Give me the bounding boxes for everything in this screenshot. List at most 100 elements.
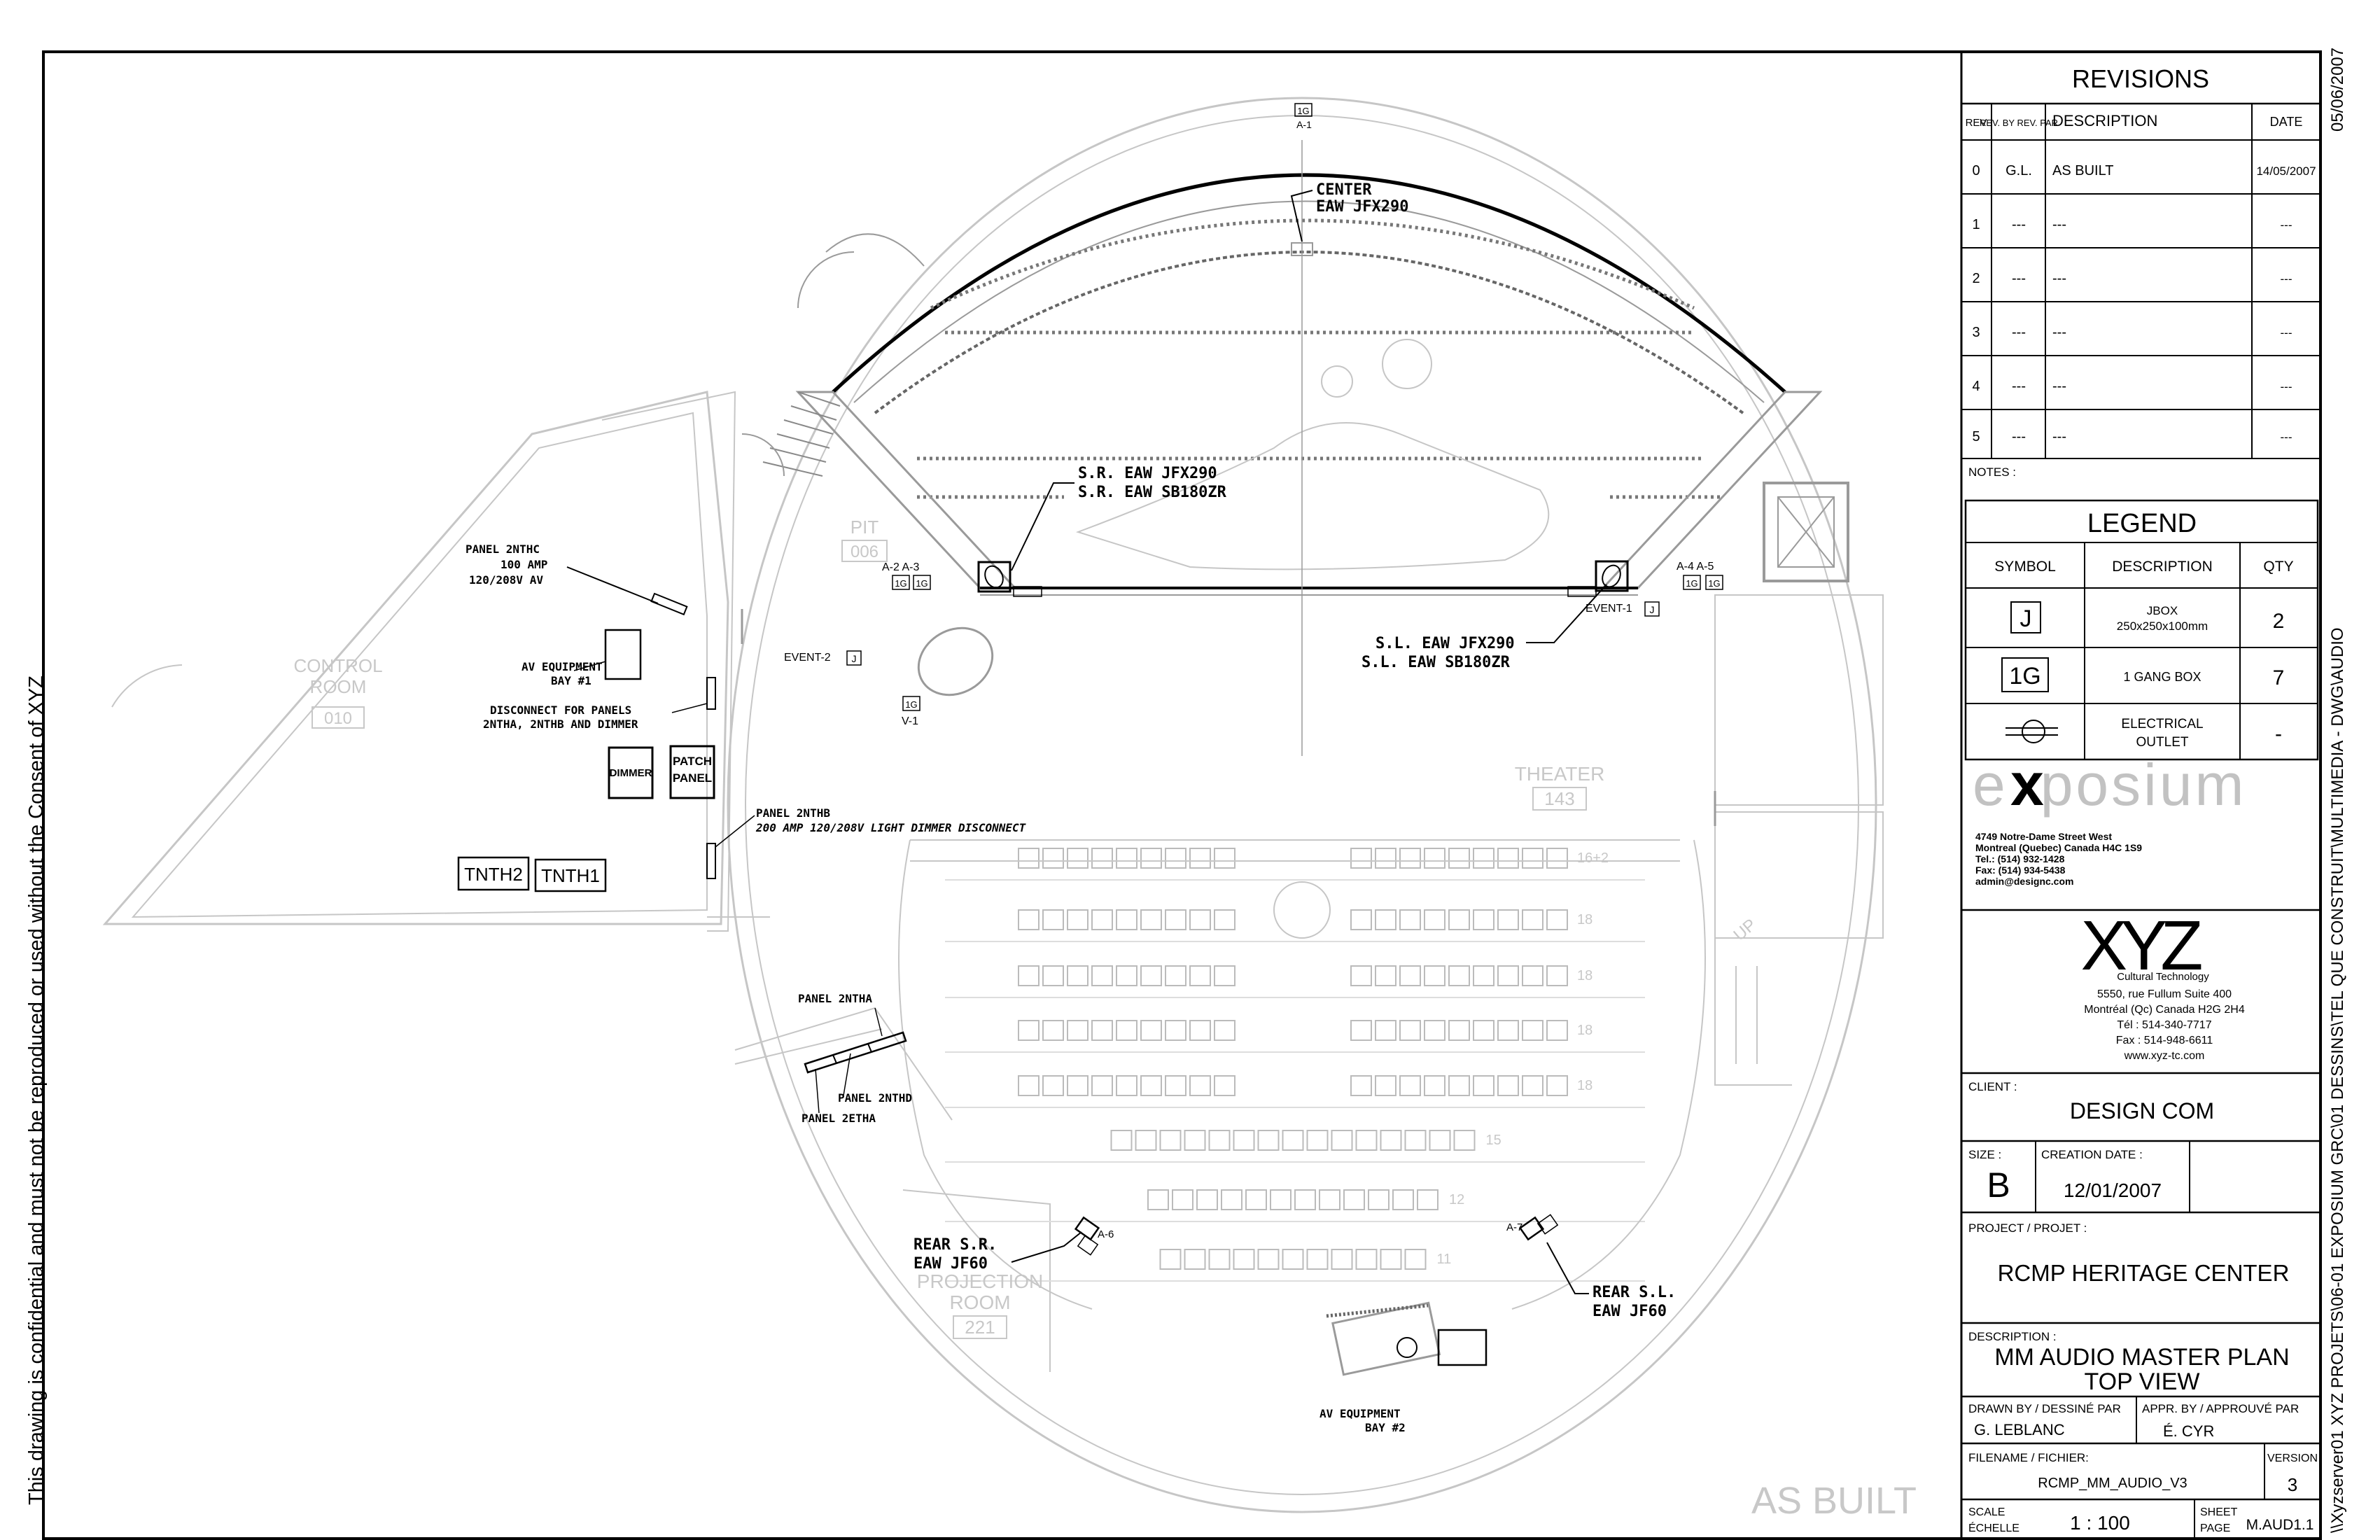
seat (1473, 1075, 1494, 1096)
projection-room-number: 221 (965, 1317, 995, 1338)
seat (1368, 1189, 1390, 1210)
revision-row-2-date: --- (2281, 272, 2292, 286)
revision-row-1-desc: --- (2052, 217, 2066, 232)
panel-2nthd-label: PANEL 2NTHD (838, 1091, 912, 1105)
seat (1116, 965, 1138, 986)
a4-a5-label: A-4 A-5 (1676, 561, 1714, 573)
sr-speaker-label: S.R. EAW JFX290 (1078, 465, 1217, 482)
revision-row-2-desc: --- (2052, 271, 2066, 286)
description-label: DESCRIPTION : (1968, 1330, 2057, 1343)
seat (1448, 1075, 1470, 1096)
seat (1067, 909, 1088, 930)
seat (1116, 1020, 1138, 1041)
seat (1392, 1189, 1414, 1210)
seat (1091, 1020, 1113, 1041)
sheet-value: M.AUD1.1 (2246, 1517, 2314, 1533)
revision-row-1-date: --- (2281, 218, 2292, 232)
seat (1208, 1130, 1231, 1151)
seat (1116, 848, 1138, 869)
revision-row-4-date: --- (2281, 380, 2292, 393)
seat-row-count: 11 (1437, 1252, 1452, 1267)
seat (1091, 909, 1113, 930)
seat (1140, 909, 1162, 930)
seat (1165, 848, 1186, 869)
seat (1214, 1020, 1236, 1041)
av-bay2-label-1: AV EQUIPMENT (1320, 1407, 1401, 1420)
seat (1522, 965, 1544, 986)
panel-2nthc-voltage: 120/208V AV (469, 573, 543, 587)
client-value: DESIGN COM (2070, 1098, 2214, 1124)
scale-label-fr: ÉCHELLE (1968, 1521, 2019, 1534)
exposium-logo: exposium (1973, 752, 2247, 818)
seat (1140, 965, 1162, 986)
a1-label: A-1 (1296, 119, 1312, 130)
seat (1399, 909, 1421, 930)
description-value-2: TOP VIEW (2084, 1368, 2199, 1395)
seat (1497, 1075, 1519, 1096)
seat (1042, 965, 1064, 986)
version-label: VERSION (2267, 1452, 2318, 1464)
electrical-outlet-icon (2005, 720, 2058, 743)
dimmer-label: DIMMER (610, 767, 652, 779)
seat (1448, 1020, 1470, 1041)
approved-by-value: É. CYR (2163, 1422, 2214, 1440)
stage-right-speaker: S.R. EAW JFX290 S.R. EAW SB180ZR A-2 A-3… (882, 465, 1227, 597)
seat (1042, 1020, 1064, 1041)
seat (1018, 848, 1040, 869)
seat (1189, 1020, 1211, 1041)
rear-sl-speaker: REAR S.L. EAW JF60 A-7 (1506, 1214, 1676, 1320)
seat-row-count: 18 (1577, 968, 1592, 983)
seat (1424, 965, 1446, 986)
description-col-header: DESCRIPTION (2052, 112, 2157, 130)
seat (1018, 965, 1040, 986)
seat (1257, 1249, 1280, 1270)
date-col-header: DATE (2270, 115, 2303, 129)
sheet-label-fr: PAGE (2200, 1522, 2230, 1534)
seat (1399, 1075, 1421, 1096)
seat (1424, 1020, 1446, 1041)
control-room-label-2: ROOM (310, 676, 367, 697)
seat (1350, 965, 1372, 986)
seat (1140, 848, 1162, 869)
company-address-line: 5550, rue Fullum Suite 400 (2097, 988, 2232, 1000)
seat (1375, 848, 1396, 869)
seat (1042, 848, 1064, 869)
seat (1067, 1075, 1088, 1096)
gang-box-v1-label: 1G (905, 699, 917, 710)
notes-label: NOTES : (1968, 465, 2016, 479)
seat (1184, 1130, 1206, 1151)
rev-by-col-header: REV. BY REV. PAR (1980, 118, 2058, 128)
seat (1233, 1130, 1255, 1151)
seat (1424, 848, 1446, 869)
seat (1350, 848, 1372, 869)
gang-box-a3-label: 1G (916, 578, 927, 589)
seat (1042, 909, 1064, 930)
building-outline (102, 97, 1884, 1513)
jbox-event2-label: J (852, 653, 857, 664)
seat (1380, 1249, 1402, 1270)
disconnect-label-1: DISCONNECT FOR PANELS (490, 704, 631, 717)
seat (1473, 965, 1494, 986)
event1-label: EVENT-1 (1586, 603, 1632, 615)
seat (1091, 1075, 1113, 1096)
seat (1282, 1249, 1304, 1270)
seat (1473, 909, 1494, 930)
revision-row-1-by: --- (2012, 217, 2026, 232)
approved-by-label: APPR. BY / APPROUVÉ PAR (2142, 1402, 2299, 1415)
seat (1546, 848, 1568, 869)
seat (1257, 1130, 1280, 1151)
filename-label: FILENAME / FICHIER: (1968, 1451, 2089, 1464)
revision-row-0-by: G.L. (2005, 163, 2032, 178)
seat (1350, 1020, 1372, 1041)
theater-label: THEATER (1515, 763, 1605, 785)
projection-room-label-2: ROOM (949, 1292, 1010, 1313)
seat (1319, 1189, 1340, 1210)
filename-value: RCMP_MM_AUDIO_V3 (2038, 1476, 2187, 1491)
xyz-logo: XYZ (2081, 906, 2204, 985)
seat (1375, 909, 1396, 930)
stage (762, 140, 1849, 756)
legend-gang-symbol: 1G (2009, 663, 2040, 690)
panel-2nthb-desc: 200 AMP 120/208V LIGHT DIMMER DISCONNECT (755, 821, 1027, 834)
seating-aisles (898, 839, 1706, 1310)
